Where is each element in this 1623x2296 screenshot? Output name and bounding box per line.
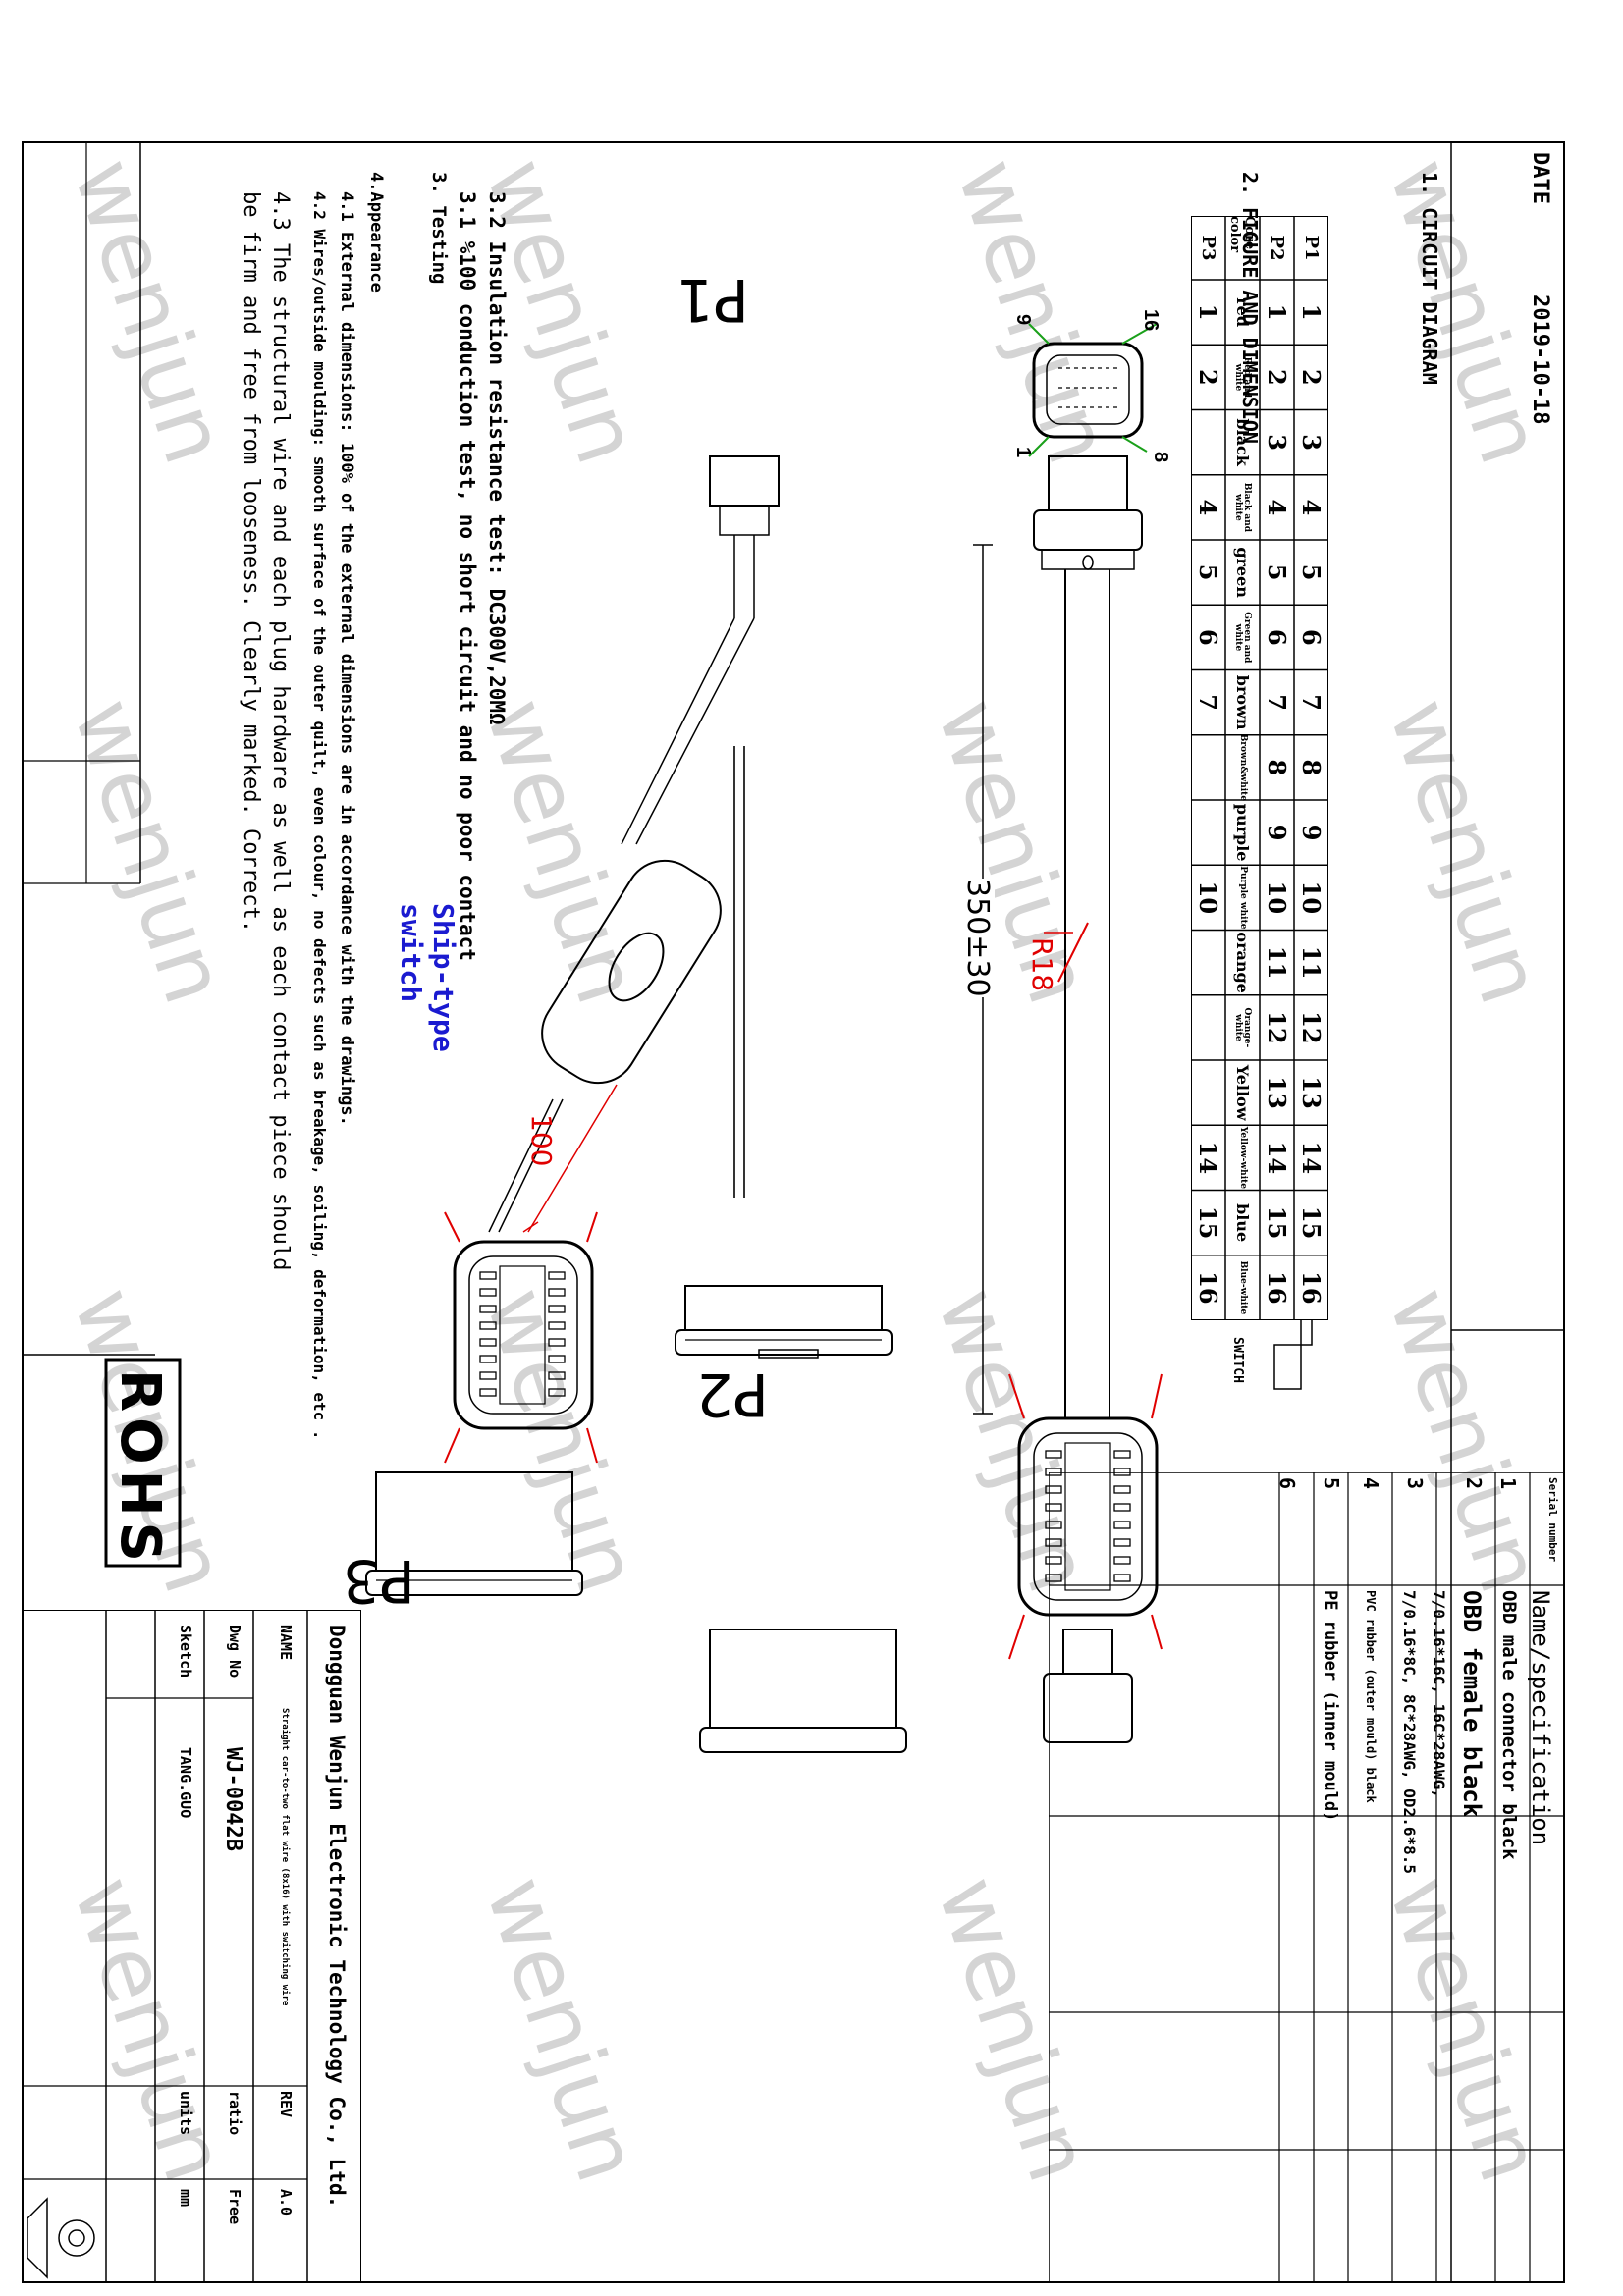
connector-pin [1045,1450,1062,1459]
rev-label: REV [277,2091,295,2118]
name-label: NAME [277,1625,295,1661]
p1-pin-16: 16 [1140,309,1162,332]
appearance-item-3b: be firm and free from looseness. Clearly… [239,191,263,933]
connector-pin [479,1305,497,1313]
bom-row-4-spec: PVC rubber (outer mould) black [1364,1590,1378,1803]
p1-pin-9: 9 [1012,314,1034,326]
connector-pin [479,1288,497,1297]
rev-value: A.0 [277,2189,295,2216]
connector-pin [548,1338,566,1347]
p2-connector [1008,1373,1163,1743]
connector-pin [1045,1521,1062,1529]
switch-type-label-2: switch [395,903,427,1003]
connector-pin [548,1305,566,1313]
connector-pin [1113,1556,1131,1565]
company-name: Dongguan Wenjun Electronic Technology Co… [325,1625,349,2209]
p1-label: P1 [676,265,749,334]
bom-row-2-spec: OBD female black [1458,1590,1486,1818]
connector-pin [548,1371,566,1380]
bom-row-3-no: 3 [1403,1477,1427,1490]
ratio-label: ratio [226,2091,243,2136]
bom-grid [1049,1472,1564,2282]
bom-row-4-no: 4 [1359,1477,1382,1490]
connector-pin [479,1321,497,1330]
p2-label: P2 [695,1360,769,1428]
units-value: mm [177,2189,194,2208]
connector-pin [1113,1485,1131,1494]
connector-pin [479,1338,497,1347]
connector-pin [479,1371,497,1380]
connector-pin [1045,1485,1062,1494]
p1-pin-1: 1 [1012,447,1034,458]
appearance-item-1: 4.1 External dimensions: 100% of the ext… [337,191,356,1126]
testing-title: 3. Testing [428,172,450,285]
switch-length-dimension: 100 [525,1114,558,1167]
sketch-value: TANG.GUO [177,1747,194,1819]
switch-body [541,859,722,1085]
connector-pin [548,1355,566,1363]
connector-pin [479,1355,497,1363]
connector-pin [548,1388,566,1397]
circuit-table-grid [1191,216,1328,1320]
p1-pin-8: 8 [1150,452,1171,463]
units-label: units [177,2091,194,2136]
connector-pin [548,1271,566,1280]
bom-name-header: Name/specification [1527,1590,1554,1846]
switch-box [1273,1320,1313,1390]
ratio-value: Free [226,2189,243,2225]
bom-row-5-no: 5 [1320,1477,1343,1490]
p3-connector [444,1211,598,1464]
appearance-item-3: 4.3 The structural wire and each plug ha… [268,191,293,1271]
p3-label: P3 [342,1546,415,1615]
connector-pin [1113,1450,1131,1459]
p1-connector [1028,323,1158,570]
connector-pin [548,1288,566,1297]
testing-item-1: 3.1 %100 conduction test, no short circu… [456,191,479,961]
bom-row-1-spec: OBD male connector black [1498,1590,1520,1860]
connector-pin [1045,1556,1062,1565]
length-dimension: 350±30 [960,879,995,997]
title-block-grid [23,1610,361,2282]
dwg-label: Dwg No [226,1625,243,1679]
testing-item-2: 3.2 Insulation resistance test: DC300V,2… [485,191,509,725]
bom-row-1-no: 1 [1496,1477,1520,1490]
rohs-mark: ROHS [108,1369,172,1568]
bom-row-3-spec-1: 7/0.16*16C, 16C*28AWG, [1430,1590,1448,1798]
bom-row-5-spec: PE rubber (inner mould) [1321,1590,1340,1822]
connector-pin [1045,1538,1062,1547]
connector-pin [1045,1574,1062,1582]
connector-pin [1045,1503,1062,1512]
sketch-label: Sketch [177,1625,194,1679]
connector-pin [1113,1574,1131,1582]
title-block [23,1610,361,2282]
bom-serial-header: Serial number [1546,1477,1559,1563]
connector-pin [1113,1503,1131,1512]
connector-pin [1113,1521,1131,1529]
connector-pin [1113,1538,1131,1547]
connector-pin [479,1271,497,1280]
bom-row-3-spec-2: 7/0.16*8C, 8C*28AWG, OD2.6*8.5 [1400,1590,1419,1874]
dwg-value: WJ-0042B [221,1747,245,1851]
connector-pin [479,1388,497,1397]
appearance-title: 4.Appearance [366,172,386,293]
radius-dimension: R18 [1026,937,1058,992]
connector-pin [548,1321,566,1330]
name-value: Straight car-to-two flat wire (8x16) wit… [280,1708,290,2006]
appearance-item-2: 4.2 Wires/outside moulding: smooth surfa… [310,191,329,1440]
bom-table [1049,1472,1564,2282]
bom-row-2-no: 2 [1462,1477,1486,1490]
bom-row-6-no: 6 [1275,1477,1299,1490]
